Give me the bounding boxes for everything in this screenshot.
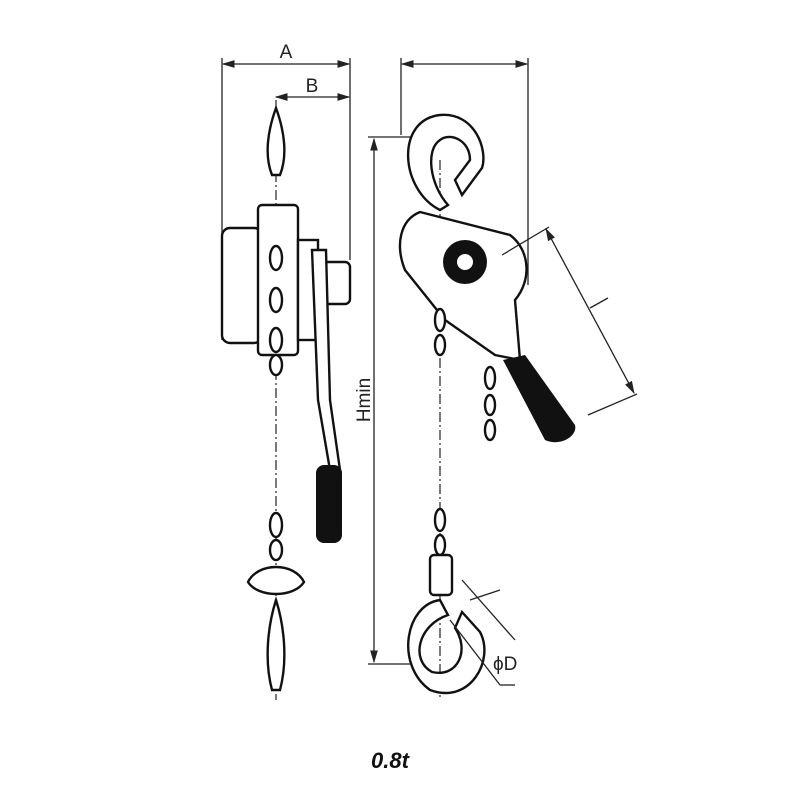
- ext-line-f-1: [501, 226, 550, 256]
- capacity-caption: 0.8t: [371, 748, 411, 773]
- top-hook-side: [266, 104, 286, 177]
- label-a: A: [280, 42, 293, 63]
- side-view: A B: [220, 42, 352, 700]
- lever-grip: [316, 465, 342, 543]
- handle-grip: [503, 355, 576, 443]
- dim-d-leader: [449, 619, 501, 686]
- angle-mark: [469, 589, 501, 601]
- front-body: [398, 210, 528, 362]
- gear-cover: [220, 226, 264, 345]
- bottom-block-front: [428, 553, 454, 597]
- ext-line-f-2: [587, 393, 638, 416]
- bottom-block-side: [246, 565, 306, 596]
- label-b: B: [306, 76, 319, 97]
- dim-d-ext: [461, 579, 516, 641]
- dimension-handle: [545, 227, 635, 395]
- chain-links: [268, 244, 284, 562]
- label-hmin: Hmin: [354, 378, 375, 422]
- top-hook-front: [406, 113, 485, 212]
- bottom-hook-side: [266, 596, 286, 692]
- handle-leader: [589, 297, 609, 309]
- front-view: Hmin ϕD: [354, 58, 638, 700]
- label-d: ϕD: [493, 654, 517, 675]
- bottom-hook-front: [407, 598, 486, 695]
- front-chain-links: [433, 307, 497, 557]
